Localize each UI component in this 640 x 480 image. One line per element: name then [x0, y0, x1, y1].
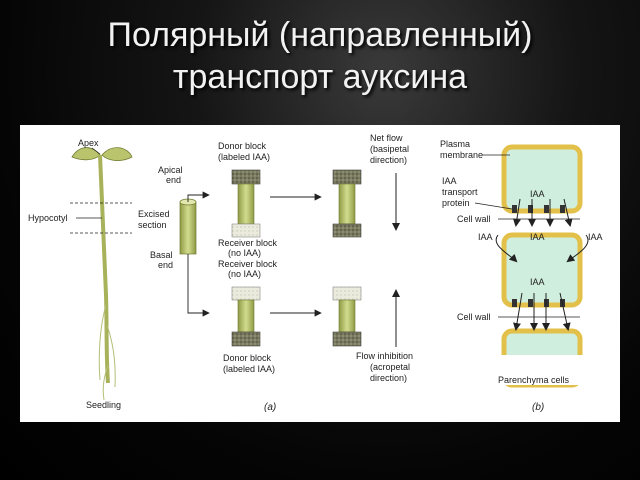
seedling-illustration — [70, 147, 133, 401]
cell-wall-label-2: Cell wall — [457, 312, 491, 322]
apical-end-label-1: Apical — [158, 165, 183, 175]
iaa-tp-label-2: transport — [442, 187, 478, 197]
excised-label-2: section — [138, 220, 167, 230]
cell-wall-label-1: Cell wall — [457, 214, 491, 224]
iaa-tp-label-1: IAA — [442, 176, 457, 186]
iaa-cell2-label: IAA — [530, 277, 545, 287]
basal-end-label-2: end — [158, 260, 173, 270]
donor-top-label-1: Donor block — [218, 141, 267, 151]
iaa-right-label: IAA — [588, 232, 603, 242]
donor-bot-label-1: Donor block — [223, 353, 272, 363]
iaa-tp-label-3: protein — [442, 198, 470, 208]
top-setup-2 — [332, 169, 362, 238]
plasma-label-1: Plasma — [440, 139, 470, 149]
panel-b-label: (b) — [532, 402, 544, 413]
iaa-cell1-label: IAA — [530, 189, 545, 199]
panel-a-label: (a) — [264, 402, 276, 413]
parenchyma-label: Parenchyma cells — [498, 375, 570, 385]
receiver-top-label-1: Receiver block — [218, 238, 278, 248]
netflow-label-1: Net flow — [370, 133, 403, 143]
receiver-top-label-2: (no IAA) — [228, 248, 261, 258]
plasma-label-2: membrane — [440, 150, 483, 160]
excised-section — [179, 198, 197, 255]
netflow-label-3: direction) — [370, 155, 407, 165]
iaa-left-label: IAA — [478, 232, 493, 242]
inhibition-label-2: (acropetal — [370, 362, 410, 372]
seedling-label: Seedling — [86, 400, 121, 410]
basal-end-label-1: Basal — [150, 250, 173, 260]
bottom-setup-1 — [231, 286, 261, 347]
slide-title: Полярный (направленный) транспорт ауксин… — [0, 14, 640, 98]
title-line-1: Полярный (направленный) — [107, 16, 533, 54]
cell-1 — [501, 144, 583, 214]
diagram-svg: Apex Hypocotyl Seedling Excised section … — [28, 133, 603, 413]
cell-3 — [501, 328, 583, 388]
receiver-bot-label-1: Receiver block — [218, 259, 278, 269]
inhibition-label-3: direction) — [370, 373, 407, 383]
receiver-bot-label-2: (no IAA) — [228, 269, 261, 279]
cell-2 — [501, 232, 583, 308]
inhibition-label-1: Flow inhibition — [356, 351, 413, 361]
bottom-setup-2 — [332, 286, 362, 347]
netflow-label-2: (basipetal — [370, 144, 409, 154]
apical-end-label-2: end — [166, 175, 181, 185]
donor-top-label-2: (labeled IAA) — [218, 152, 270, 162]
title-line-2: транспорт ауксина — [172, 58, 468, 96]
hypocotyl-label: Hypocotyl — [28, 213, 68, 223]
donor-bot-label-2: (labeled IAA) — [223, 364, 275, 374]
iaa-flow-arrows — [495, 198, 589, 331]
top-setup-1 — [231, 169, 261, 238]
auxin-transport-figure: Apex Hypocotyl Seedling Excised section … — [20, 125, 620, 422]
iaa-mid-label: IAA — [530, 232, 545, 242]
excised-label-1: Excised — [138, 209, 170, 219]
apex-label: Apex — [78, 138, 99, 148]
